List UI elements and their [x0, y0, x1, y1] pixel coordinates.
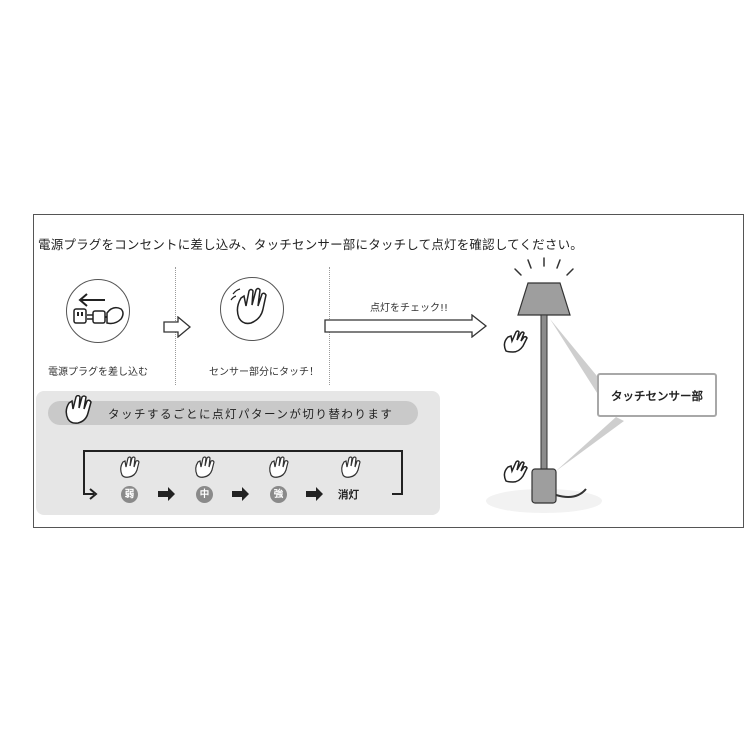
- touch-sensor-label: タッチセンサー部: [611, 389, 703, 403]
- cycle-title-pill: タッチするごとに点灯パターンが切り替わります: [48, 395, 418, 425]
- check-label: 点灯をチェック!!: [370, 303, 449, 314]
- hand-icon: [341, 456, 361, 478]
- level-weak-badge: 弱: [121, 486, 138, 503]
- hand-icon: [65, 395, 92, 424]
- cycle-title: タッチするごとに点灯パターンが切り替わります: [108, 407, 394, 421]
- level-off-label: 消灯: [338, 489, 359, 501]
- hand-icon: [195, 456, 215, 478]
- floor-lamp-icon: [486, 257, 624, 513]
- touch-step-circle: [220, 277, 284, 341]
- cycle-panel: タッチするごとに点灯パターンが切り替わります 弱 中 強: [36, 391, 440, 515]
- instruction-frame: 電源プラグをコンセントに差し込み、タッチセンサー部にタッチして点灯を確認してくだ…: [33, 214, 744, 528]
- plug-step-label: 電源プラグを差し込む: [48, 367, 148, 378]
- plug-icon: [73, 293, 124, 325]
- touch-sensor-callout: タッチセンサー部: [597, 373, 717, 417]
- level-medium-badge: 中: [196, 486, 213, 503]
- touch-step-label: センサー部分にタッチ！: [209, 367, 319, 378]
- plug-step-circle: [66, 279, 130, 343]
- arrow-right-icon: [163, 316, 192, 338]
- cycle-loop: [83, 450, 403, 501]
- arrow-right-icon: [324, 314, 488, 338]
- hand-icon: [269, 456, 289, 478]
- instruction-text: 電源プラグをコンセントに差し込み、タッチセンサー部にタッチして点灯を確認してくだ…: [38, 237, 583, 252]
- touch-hand-icon: [230, 287, 267, 325]
- hand-icon: [120, 456, 140, 478]
- level-strong-badge: 強: [270, 486, 287, 503]
